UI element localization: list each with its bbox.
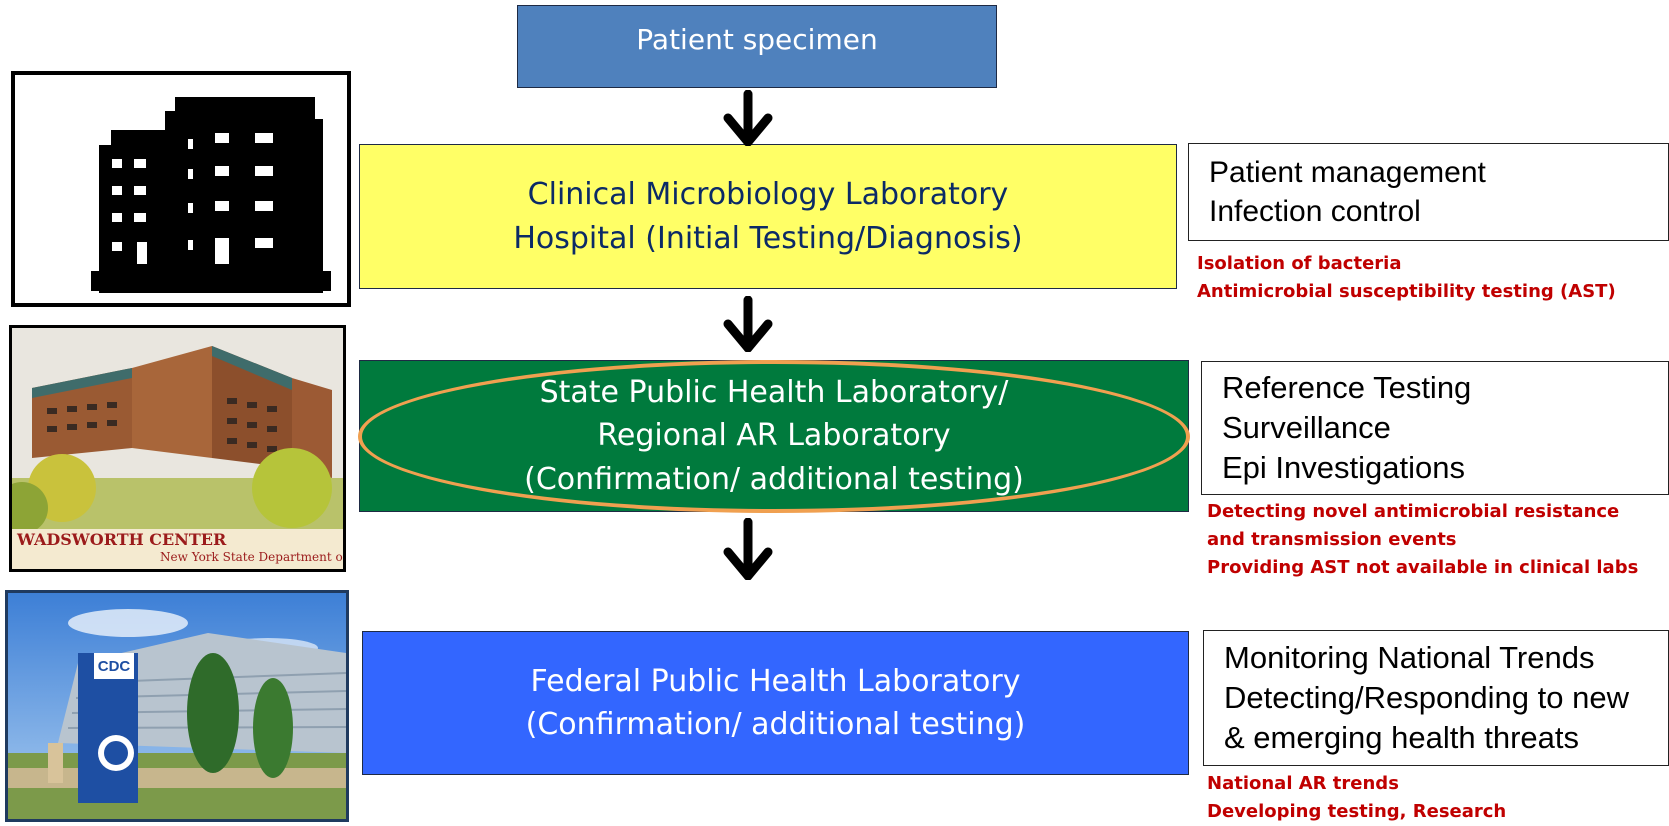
highlight-ellipse: [358, 360, 1190, 513]
clinical-notes: Isolation of bacteria Antimicrobial susc…: [1197, 250, 1616, 306]
wadsworth-caption: WADSWORTH CENTER New York State Departme…: [12, 529, 343, 569]
cdc-sign-text: CDC: [98, 658, 131, 675]
clinical-lab-line-1: Clinical Microbiology Laboratory: [527, 177, 1009, 212]
cdc-building-photo: CDC: [5, 590, 349, 822]
role-item: Surveillance: [1222, 409, 1391, 445]
clinical-roles-box: Patient management Infection control: [1188, 143, 1669, 241]
note-line: Detecting novel antimicrobial resistance: [1207, 501, 1620, 522]
role-item: Monitoring National Trends: [1224, 639, 1595, 675]
federal-roles-box: Monitoring National Trends Detecting/Res…: [1203, 630, 1669, 766]
federal-lab-line-2: (Confirmation/ additional testing): [525, 707, 1026, 742]
wadsworth-title: WADSWORTH CENTER: [17, 530, 227, 549]
federal-lab-line-1: Federal Public Health Laboratory: [530, 663, 1021, 699]
role-item: Infection control: [1209, 195, 1421, 228]
clinical-lab-box: Clinical Microbiology Laboratory Hospita…: [359, 144, 1177, 289]
note-line: and transmission events: [1207, 529, 1457, 550]
arrow-down-icon: [723, 90, 773, 146]
patient-specimen-box: Patient specimen: [517, 5, 997, 88]
note-line: Developing testing, Research: [1207, 801, 1507, 822]
hospital-building-icon: [11, 71, 351, 307]
state-lab-box: State Public Health Laboratory/ Regional…: [358, 360, 1190, 513]
role-item: Epi Investigations: [1222, 450, 1465, 486]
note-line: Antimicrobial susceptibility testing (AS…: [1197, 281, 1616, 302]
federal-notes: National AR trends Developing testing, R…: [1207, 770, 1506, 826]
wadsworth-subtitle: New York State Department of Hea: [160, 550, 343, 564]
note-line: National AR trends: [1207, 773, 1399, 794]
wadsworth-center-photo: WADSWORTH CENTER New York State Departme…: [9, 325, 346, 572]
role-item: Reference Testing: [1222, 369, 1472, 405]
role-item: Patient management: [1209, 156, 1486, 189]
state-notes: Detecting novel antimicrobial resistance…: [1207, 498, 1638, 582]
arrow-down-icon: [723, 296, 773, 352]
arrow-down-icon: [723, 518, 773, 580]
role-item: & emerging health threats: [1224, 720, 1579, 756]
note-line: Isolation of bacteria: [1197, 253, 1402, 274]
state-roles-box: Reference Testing Surveillance Epi Inves…: [1201, 361, 1669, 495]
clinical-lab-line-2: Hospital (Initial Testing/Diagnosis): [513, 220, 1023, 256]
patient-specimen-label: Patient specimen: [636, 23, 878, 56]
federal-lab-box: Federal Public Health Laboratory (Confir…: [362, 631, 1189, 775]
role-item: Detecting/Responding to new: [1224, 679, 1629, 715]
note-line: Providing AST not available in clinical …: [1207, 557, 1639, 578]
